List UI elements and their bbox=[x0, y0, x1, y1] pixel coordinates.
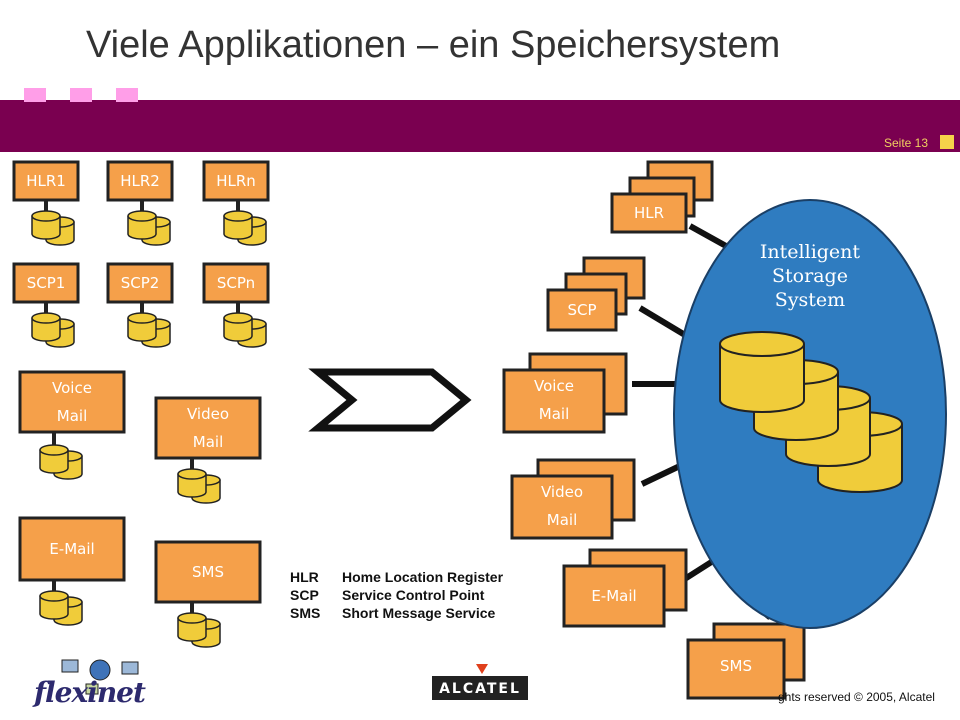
legend-abbr: SCP bbox=[290, 587, 319, 603]
legend-row: SCP Service Control Point bbox=[290, 586, 503, 604]
storage-label-line1: Intelligent bbox=[759, 241, 861, 263]
label-voice-right-line2: Mail bbox=[538, 405, 570, 423]
header-band bbox=[0, 88, 960, 156]
left-scp-n bbox=[202, 262, 270, 348]
left-email bbox=[18, 516, 126, 626]
label-hlr1: HLR1 bbox=[26, 172, 66, 190]
left-hlr-2 bbox=[106, 160, 174, 246]
label-voice-right-line1: Voice bbox=[534, 377, 574, 395]
label-video-line2: Mail bbox=[192, 433, 224, 451]
left-video-mail bbox=[154, 396, 262, 504]
alcatel-logo-text: ALCATEL bbox=[439, 681, 521, 697]
left-hlr-n bbox=[202, 160, 270, 246]
legend-row: HLR Home Location Register bbox=[290, 568, 503, 586]
right-video-mail-stack bbox=[510, 458, 636, 540]
right-voice-mail-stack bbox=[502, 352, 628, 434]
label-scpn: SCPn bbox=[216, 274, 256, 292]
legend-abbr: SMS bbox=[290, 605, 321, 621]
label-hlr-right: HLR bbox=[633, 204, 665, 222]
label-voice-line1: Voice bbox=[52, 379, 92, 397]
label-scp1: SCP1 bbox=[26, 274, 66, 292]
right-scp-stack bbox=[546, 256, 646, 332]
page-number: Seite 13 bbox=[884, 136, 929, 150]
storage-label: Intelligent Storage System bbox=[730, 240, 890, 312]
label-sms-left: SMS bbox=[192, 563, 224, 581]
transform-arrow bbox=[308, 368, 472, 432]
left-sms bbox=[154, 540, 262, 648]
label-hlrn: HLRn bbox=[216, 172, 256, 190]
label-voice-line2: Mail bbox=[56, 407, 88, 425]
right-hlr-stack bbox=[610, 160, 714, 234]
label-video-line1: Video bbox=[186, 405, 230, 423]
label-video-right-line1: Video bbox=[540, 483, 584, 501]
label-scp2: SCP2 bbox=[120, 274, 160, 292]
legend-text: Home Location Register bbox=[342, 569, 504, 585]
right-email-stack bbox=[562, 548, 688, 628]
accent-square bbox=[940, 135, 954, 149]
left-hlr-1 bbox=[12, 160, 80, 246]
slide-title: Viele Applikationen – ein Speichersystem bbox=[86, 24, 781, 66]
label-hlr2: HLR2 bbox=[120, 172, 160, 190]
alcatel-logo bbox=[432, 664, 528, 700]
label-email-right: E-Mail bbox=[591, 587, 637, 605]
label-voice-mail-right: Voice Mail bbox=[504, 372, 604, 428]
flexinet-logo-graphic bbox=[61, 659, 139, 695]
label-video-mail-left: Video Mail bbox=[156, 400, 260, 456]
label-scp-right: SCP bbox=[567, 301, 597, 319]
storage-label-line3: System bbox=[774, 289, 846, 311]
label-video-right-line2: Mail bbox=[546, 511, 578, 529]
label-email-left: E-Mail bbox=[49, 540, 95, 558]
abbreviation-legend: HLR Home Location Register SCP Service Con… bbox=[290, 568, 503, 622]
copyright: ghts reserved © 2005, Alcatel bbox=[778, 690, 935, 704]
label-voice-mail-left: Voice Mail bbox=[20, 374, 124, 430]
legend-row: SMS Short Message Service bbox=[290, 604, 503, 622]
label-sms-right: SMS bbox=[720, 657, 752, 675]
left-scp-2 bbox=[106, 262, 174, 348]
left-voice-mail bbox=[18, 370, 126, 480]
storage-label-line2: Storage bbox=[772, 265, 848, 287]
right-sms-stack bbox=[686, 622, 806, 700]
legend-text: Short Message Service bbox=[342, 605, 496, 621]
intelligent-storage-system bbox=[673, 199, 947, 629]
legend-abbr: HLR bbox=[290, 569, 319, 585]
label-video-mail-right: Video Mail bbox=[512, 478, 612, 534]
flexinet-logo-text: flexinet bbox=[34, 676, 146, 709]
legend-text: Service Control Point bbox=[342, 587, 485, 603]
left-scp-1 bbox=[12, 262, 80, 348]
